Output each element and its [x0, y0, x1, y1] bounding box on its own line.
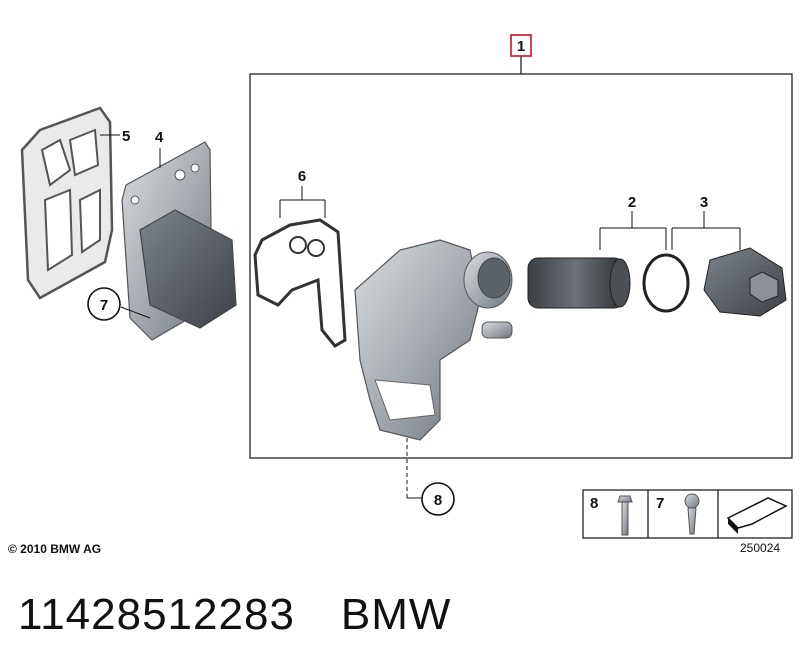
- self-tapping-screw-icon: [684, 493, 700, 535]
- cooler-gasket-part-5[interactable]: [20, 106, 120, 300]
- part-number: 11428512283: [18, 590, 295, 639]
- housing-gasket-part-6[interactable]: [253, 186, 347, 348]
- filter-insert-part-2[interactable]: [527, 211, 690, 313]
- copyright-notice: © 2010 BMW AG: [8, 542, 102, 556]
- callout-7[interactable]: 7: [87, 287, 151, 321]
- arrow-icon: [726, 497, 788, 534]
- callout-3[interactable]: 3: [700, 194, 708, 211]
- filter-cap-part-3[interactable]: [671, 211, 787, 317]
- diagram-reference-code: 250024: [740, 541, 781, 555]
- svg-text:1: 1: [517, 38, 525, 55]
- part-number-line: 11428512283 BMW: [18, 590, 451, 640]
- svg-text:7: 7: [100, 297, 108, 314]
- callout-2[interactable]: 2: [628, 194, 636, 211]
- legend-item-7-number: 7: [656, 495, 664, 512]
- callout-1[interactable]: 1: [510, 34, 532, 57]
- callout-6[interactable]: 6: [298, 168, 306, 185]
- filter-housing[interactable]: [354, 239, 513, 441]
- legend-item-8-number: 8: [590, 495, 598, 512]
- oil-cooler-part-4[interactable]: [121, 141, 237, 341]
- callout-8[interactable]: 8: [406, 438, 455, 516]
- brand-name: BMW: [340, 590, 452, 639]
- assembly-frame: [249, 56, 793, 459]
- bolt-icon: [617, 495, 633, 536]
- callout-4[interactable]: 4: [155, 129, 164, 146]
- callout-5[interactable]: 5: [122, 128, 130, 145]
- svg-text:8: 8: [434, 492, 442, 509]
